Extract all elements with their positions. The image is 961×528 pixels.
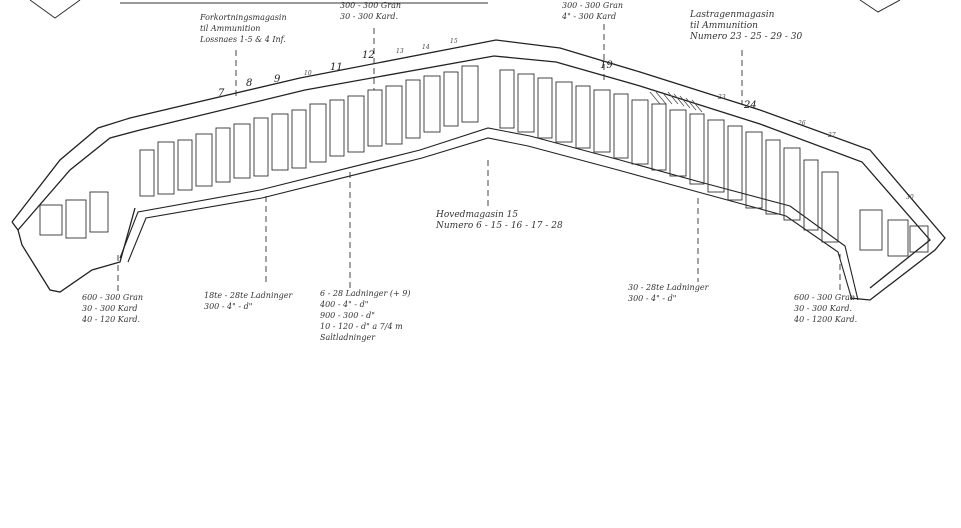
top-edge-fragments [29, 0, 901, 19]
number-19: 19 [600, 60, 613, 71]
number-26: 26 [798, 120, 806, 127]
leader-lines [117, 24, 841, 292]
number-12: 12 [362, 50, 375, 61]
annotation-bottom-left: 600 - 300 Gran 30 - 300 Kard 40 - 120 Ka… [82, 293, 144, 324]
number-10: 10 [304, 70, 312, 77]
number-14: 14 [422, 44, 430, 51]
number-11: 11 [330, 62, 343, 73]
number-9: 9 [274, 74, 281, 85]
number-27: 27 [828, 132, 836, 139]
inner-wall [119, 127, 859, 301]
number-30: 30 [906, 194, 914, 201]
annotation-bottom-center-right: 30 - 28te Ladninger 300 - 4" - d" [628, 283, 709, 303]
annotation-bottom-center: 6 - 28 Ladninger (+ 9) 400 - 4" - d" 900… [320, 289, 411, 342]
annotation-top-left: Forkortningsmagasin til Ammunition Lossn… [200, 13, 287, 44]
annotation-bottom-center-left: 18te - 28te Ladninger 300 - 4" - d" [204, 291, 293, 311]
annotation-top-right: 300 - 300 Gran 4" - 300 Kard [562, 1, 624, 21]
casemates-right [499, 69, 929, 257]
number-8: 8 [246, 78, 253, 89]
casemates-left [39, 65, 479, 239]
annotation-center: Hovedmagasin 15 Numero 6 - 15 - 16 - 17 … [436, 210, 563, 231]
number-7: 7 [218, 88, 225, 99]
outer-wall [11, 39, 946, 301]
annotation-top-mid: 300 - 300 Gran 30 - 300 Kard. [340, 1, 402, 21]
number-23: 23 [718, 94, 726, 101]
hatched-areas [649, 91, 703, 113]
number-24: 24 [744, 100, 757, 111]
annotation-bottom-right: 600 - 300 Gran 30 - 300 Kard. 40 - 1200 … [794, 293, 858, 324]
annotation-far-right: Lastragenmagasin til Ammunition Numero 2… [690, 10, 803, 42]
number-15: 15 [450, 38, 458, 45]
number-13: 13 [396, 48, 404, 55]
